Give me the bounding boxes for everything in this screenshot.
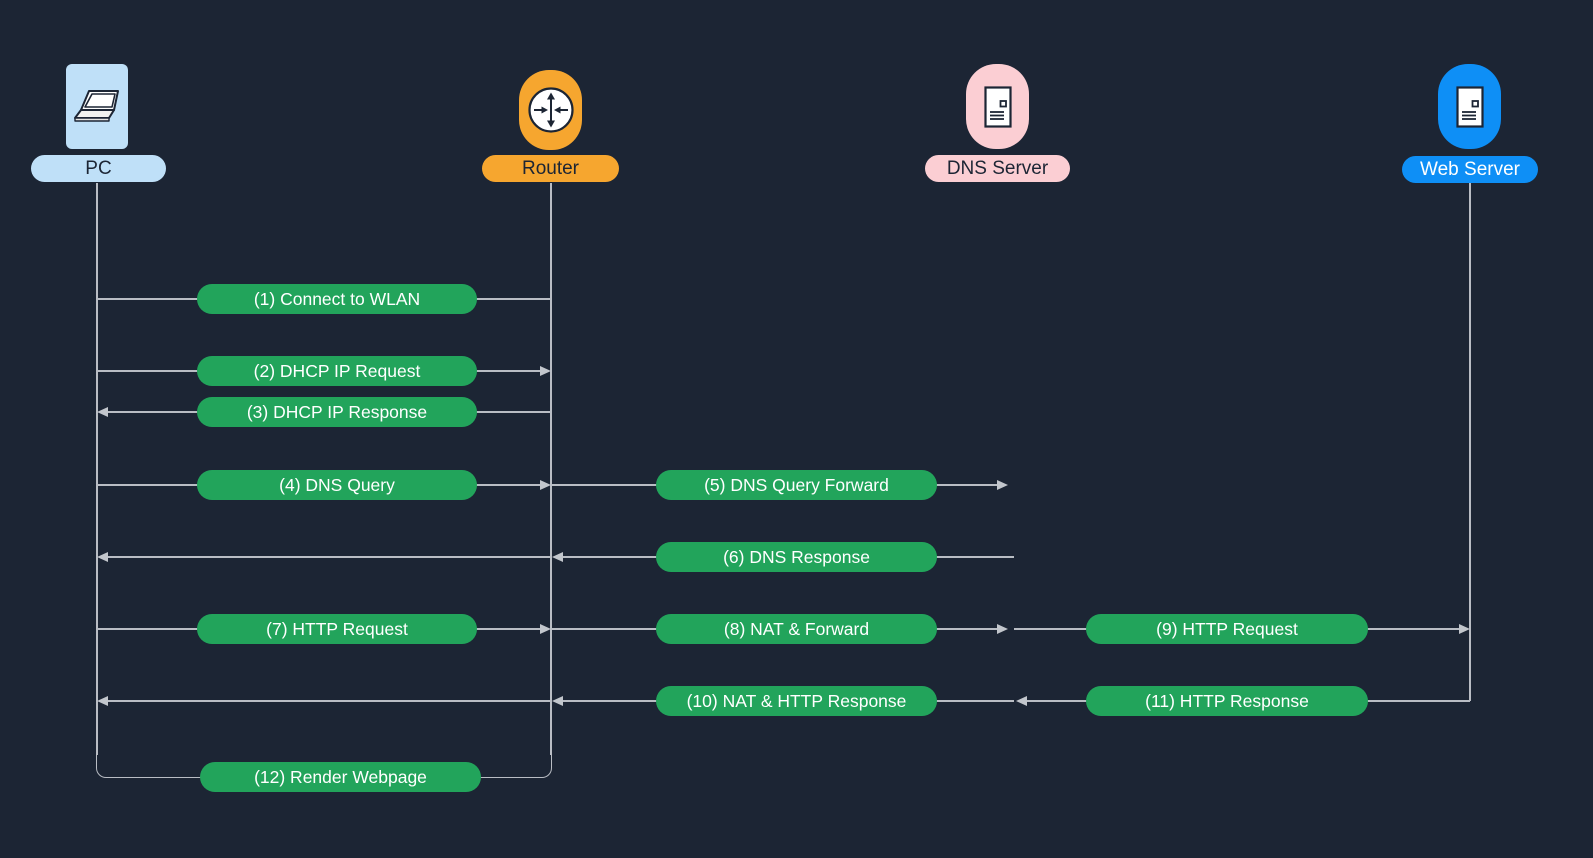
message-6-pill[interactable]: (6) DNS Response [656,542,937,572]
router-node [519,70,582,150]
message-10-arrowhead-router [552,696,563,706]
message-3-pill[interactable]: (3) DHCP IP Response [197,397,477,427]
message-11-pill[interactable]: (11) HTTP Response [1086,686,1368,716]
laptop-icon [74,89,119,122]
message-8-pill[interactable]: (8) NAT & Forward [656,614,937,644]
message-2-arrowhead [540,366,551,376]
actor-dns-server-label: DNS Server [925,155,1070,182]
message-8-arrowhead [997,624,1008,634]
message-5-pill[interactable]: (5) DNS Query Forward [656,470,937,500]
actor-router-label: Router [482,155,619,182]
message-9-arrowhead [1459,624,1470,634]
message-10-line-left [108,700,551,702]
message-12-pill[interactable]: (12) Render Webpage [200,762,481,792]
message-11-arrowhead [1016,696,1027,706]
message-10-arrowhead-pc [97,696,108,706]
message-9-pill[interactable]: (9) HTTP Request [1086,614,1368,644]
message-7-pill[interactable]: (7) HTTP Request [197,614,477,644]
message-5-arrowhead [997,480,1008,490]
router-icon [527,87,574,133]
message-6-arrowhead-pc [97,552,108,562]
lifeline-web-server [1469,183,1471,701]
message-4-arrowhead [540,480,551,490]
server-icon [983,85,1012,128]
message-7-arrowhead [540,624,551,634]
dns-server-node [966,64,1029,149]
message-6-line-left [108,556,551,558]
actor-web-server-label: Web Server [1402,156,1538,183]
message-2-pill[interactable]: (2) DHCP IP Request [197,356,477,386]
lifeline-pc [96,183,98,755]
message-1-pill[interactable]: (1) Connect to WLAN [197,284,477,314]
message-6-arrowhead-router [552,552,563,562]
message-4-pill[interactable]: (4) DNS Query [197,470,477,500]
pc-node [66,64,128,149]
server-icon [1455,85,1484,128]
lifeline-router [550,183,552,755]
web-server-node [1438,64,1501,149]
actor-pc-label: PC [31,155,166,182]
message-3-arrowhead [97,407,108,417]
message-10-pill[interactable]: (10) NAT & HTTP Response [656,686,937,716]
